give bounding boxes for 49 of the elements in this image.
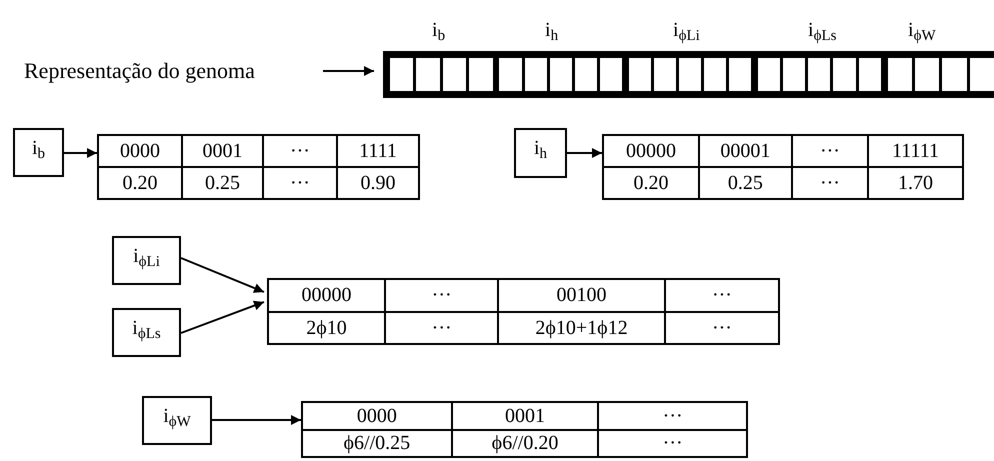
table-cell: 0.20 (99, 166, 181, 198)
table-cell: 1111 (336, 136, 418, 166)
arrow (567, 148, 602, 158)
table-cell: 00100 (497, 280, 664, 310)
genome-label: Representação do genoma (24, 56, 314, 86)
arrow (212, 415, 301, 425)
table-cell: 11111 (867, 136, 962, 166)
index-box: i$_{ϕLi}$ (112, 236, 181, 285)
table-cell: ··· (664, 310, 778, 343)
table-cell: ··· (384, 310, 498, 343)
table-cell: ··· (384, 280, 498, 310)
table-cell: 0.25 (180, 166, 262, 198)
table-cell: 2ϕ10+1ϕ12 (497, 310, 664, 343)
index-box: i$_{h}$ (514, 128, 567, 178)
table-cell: ··· (790, 136, 868, 166)
segment-label: i$_{b}$ (432, 20, 446, 40)
table-cell: 0.20 (604, 166, 698, 198)
table-cell: 0.90 (336, 166, 418, 198)
table-cell-text: 00000 (300, 283, 353, 308)
arrow (64, 148, 97, 158)
index-box: i$_{ϕLs}$ (112, 308, 181, 357)
lookup-table (97, 134, 420, 200)
table-cell-text: 0000 (118, 139, 161, 164)
lookup-table (602, 134, 964, 200)
table-cell: ··· (262, 166, 336, 198)
index-box: i$_{b}$ (13, 128, 64, 177)
table-cell-text: 0000 (356, 404, 398, 428)
genome-bar (383, 51, 994, 98)
table-cell: 00001 (698, 136, 791, 166)
table-cell: 0001 (180, 136, 262, 166)
table-cell-text: 00000 (624, 139, 677, 164)
lookup-table (301, 401, 748, 458)
table-cell: ··· (597, 403, 746, 428)
table-cell: 0.25 (698, 166, 791, 198)
lookup-table (267, 278, 780, 345)
table-cell: ··· (664, 280, 778, 310)
index-box: i$_{ϕW}$ (142, 396, 212, 445)
table-cell: 0001 (450, 403, 598, 428)
table-cell: 2ϕ10 (269, 310, 384, 343)
table-cell: ··· (597, 428, 746, 456)
arrow (323, 66, 374, 76)
segment-label: i$_{h}$ (545, 20, 558, 40)
table-cell: ϕ6//0.20 (450, 428, 598, 456)
table-cell: ··· (790, 166, 868, 198)
table-cell: ϕ6//0.25 (303, 428, 451, 456)
arrow (180, 257, 264, 293)
arrow (180, 300, 264, 334)
table-cell: 1.70 (867, 166, 962, 198)
table-cell: ··· (262, 136, 336, 166)
